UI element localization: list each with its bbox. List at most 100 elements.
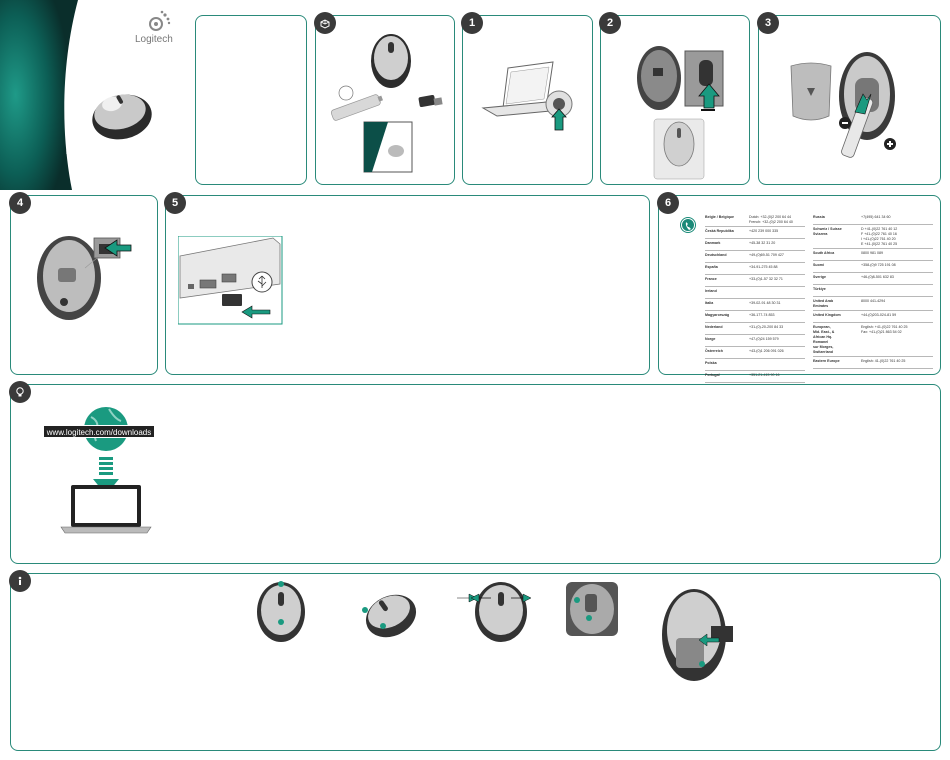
support-row: Sverige +46-(0)8-501 632 83 (813, 273, 933, 285)
feature-receiver-storage-image (662, 589, 733, 681)
support-phone: Dutch: +32-(0)2 200 64 44 French: +32-(0… (749, 215, 793, 224)
support-country: Norge (705, 337, 716, 341)
usb-receiver-art (178, 236, 283, 325)
support-country: España (705, 265, 718, 269)
support-row: Österreich+43-(0)1 206 091 026 (705, 347, 805, 359)
support-phone: +36-177-74 853 (749, 313, 775, 317)
support-phone: +7(495) 641 34 60 (861, 215, 891, 219)
downloads-art (60, 407, 152, 534)
step-1-badge: 1 (461, 12, 483, 34)
support-country: Belgïe / Belgique (705, 215, 734, 219)
cover-tagline: Logitech (66, 150, 85, 156)
phone-icon (681, 218, 695, 232)
support-row: Belgïe / Belgique Dutch: +32-(0)2 200 64 … (705, 213, 805, 227)
support-country: Türkiye (813, 287, 826, 291)
step-2-badge: 2 (599, 12, 621, 34)
cover-art (0, 0, 152, 190)
feature-art (257, 581, 733, 681)
support-phone: English: 41-(0)22 761 40 25 (861, 359, 906, 363)
support-phone: +39-02-91 48 30 31 (749, 301, 781, 305)
step-4-panel: 4 (9, 192, 158, 375)
support-phone: 0800 981 089 (861, 251, 883, 255)
support-country: Danmark (705, 241, 721, 245)
support-phone: +351-21-415 90 16 (749, 373, 780, 377)
features-panel (9, 570, 941, 751)
support-row: United Arab Emirates 8000 441-4294 (813, 297, 933, 311)
feature-side-angle-image (362, 594, 417, 638)
support-phone: +358-(0)9 725 191 08 (861, 263, 896, 267)
support-country: Schweiz / Suisse Svizzera (813, 227, 842, 236)
support-phone: +31-(0)-20-200 84 33 (749, 325, 784, 329)
support-country: United Arab Emirates (813, 299, 834, 308)
cover-panel: Logitech Logitech (0, 0, 190, 190)
box-contents-panel (314, 12, 455, 185)
support-badge: 6 (657, 192, 679, 214)
support-country: Italia (705, 301, 714, 305)
support-row: Polska (705, 359, 805, 371)
support-panel: 6 Belgïe / Belgique Dutch: +32-(0)2 200 6… (657, 192, 941, 383)
feature-tilt-image (457, 582, 532, 642)
support-country: South Africa (813, 251, 835, 255)
feature-underside-image (566, 582, 618, 636)
support-country: European, Mid. East., & African Hq. Roma… (813, 325, 835, 354)
support-row: European, Mid. East., & African Hq. Roma… (813, 323, 933, 357)
step-2-panel: 2 (599, 12, 750, 185)
support-country: Ireland (705, 289, 717, 293)
step-4-badge: 4 (9, 192, 31, 214)
support-country: United Kingdom (813, 313, 841, 317)
support-phone: +43-(0)1 206 091 026 (749, 349, 784, 353)
support-row: South Africa 0800 981 089 (813, 249, 933, 261)
support-country: Eastern Europe (813, 359, 840, 363)
step-3-art (790, 52, 896, 158)
step-1-panel: 1 (461, 12, 593, 185)
support-row: Schweiz / Suisse Svizzera D +41-(0)22 761… (813, 225, 933, 249)
support-row: Ireland (705, 287, 805, 299)
support-row: Česká Republika +420 239 000 335 (705, 227, 805, 239)
support-row: Russia +7(495) 641 34 60 (813, 213, 933, 225)
support-country: Česká Republika (705, 229, 734, 233)
step-2-art (637, 46, 724, 180)
step-5-badge: 5 (164, 192, 186, 214)
step-1-art (481, 61, 573, 131)
support-country: France (705, 277, 717, 281)
support-row: United Kingdom +44-(0)203-024-81 59 (813, 311, 933, 323)
box-contents-icon (314, 12, 336, 34)
support-phone: +34-91-275 45 88 (749, 265, 778, 269)
support-country: Sverige (813, 275, 826, 279)
support-phone: +420 239 000 335 (749, 229, 779, 233)
info-icon (9, 570, 31, 592)
support-country: Russia (813, 215, 825, 219)
support-phone: +45-38 32 31 20 (749, 241, 776, 245)
step-5-panel: 5 (164, 192, 650, 375)
support-phone: +46-(0)8-501 632 83 (861, 275, 894, 279)
downloads-panel: www.logitech.com/downloads (9, 381, 941, 564)
support-phone: +47-(0)24 159 579 (749, 337, 779, 341)
support-row: France +33-(0)1-57 32 32 71 (705, 275, 805, 287)
support-row: Deutschland+49-(0)69-51 709 427 (705, 251, 805, 263)
step-4-art (37, 236, 132, 320)
support-phone: D +41-(0)22 761 40 12 F +41-(0)22 761 40… (861, 227, 898, 246)
support-row: Portugal +351-21-415 90 16 (705, 371, 805, 383)
support-phone: +44-(0)203-024-81 59 (861, 313, 897, 317)
support-row: Norge +47-(0)24 159 579 (705, 335, 805, 347)
feature-scroll-wheel-image (257, 581, 305, 642)
cover-mouse-image (92, 94, 152, 140)
support-row: Italia +39-02-91 48 30 31 (705, 299, 805, 311)
intro-panel (195, 15, 307, 185)
support-row: España +34-91-275 45 88 (705, 263, 805, 275)
support-phone: +33-(0)1-57 32 32 71 (749, 277, 783, 281)
support-phone: English: +41-(0)22 761 40 25 Fax: +41-(0… (861, 325, 908, 334)
support-row: Eastern Europe English: 41-(0)22 761 40 2… (813, 357, 933, 369)
logitech-logo (145, 8, 173, 36)
support-row: Magyarország+36-177-74 853 (705, 311, 805, 323)
tips-lightbulb-icon (9, 381, 31, 403)
support-row: Nederland+31-(0)-20-200 84 33 (705, 323, 805, 335)
support-row: Türkiye (813, 285, 933, 297)
step-3-badge: 3 (757, 12, 779, 34)
logo-wordmark: Logitech (135, 34, 173, 45)
support-country: Suomi (813, 263, 824, 267)
support-country: Portugal (705, 373, 720, 377)
support-phone: +49-(0)69-51 709 427 (749, 253, 784, 257)
downloads-url[interactable]: www.logitech.com/downloads (43, 425, 155, 438)
support-phone: 8000 441-4294 (861, 299, 886, 303)
